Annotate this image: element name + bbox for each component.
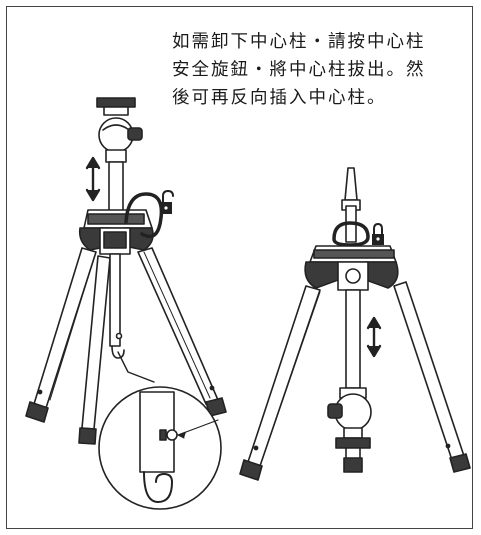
leg-hub <box>78 209 154 255</box>
unlock-padlock-icon <box>160 190 174 214</box>
double-headed-arrow-icon-right <box>366 316 382 358</box>
hanging-strap-right <box>332 221 370 247</box>
tripod-legs <box>25 247 227 445</box>
tripod-inverted <box>239 167 471 481</box>
instruction-caption: 如需卸下中心柱・請按中心柱 安全旋鈕・將中心柱拔出。然 後可再反向插入中心柱。 <box>172 28 462 112</box>
panel-border <box>6 6 473 529</box>
hanging-strap <box>124 192 164 239</box>
center-column <box>108 161 124 213</box>
ball-head-top <box>96 97 143 163</box>
double-headed-arrow-icon <box>85 156 101 202</box>
center-column-inverted <box>345 289 361 389</box>
tripod-upright <box>25 97 227 445</box>
instruction-line-1: 如需卸下中心柱・請按中心柱 <box>172 32 426 52</box>
column-hook-small <box>109 253 125 359</box>
instruction-line-2: 安全旋鈕・將中心柱拔出。然 <box>172 60 426 80</box>
detail-magnifier <box>98 351 222 510</box>
lock-padlock-icon <box>372 223 384 245</box>
instruction-line-3: 後可再反向插入中心柱。 <box>172 88 387 108</box>
